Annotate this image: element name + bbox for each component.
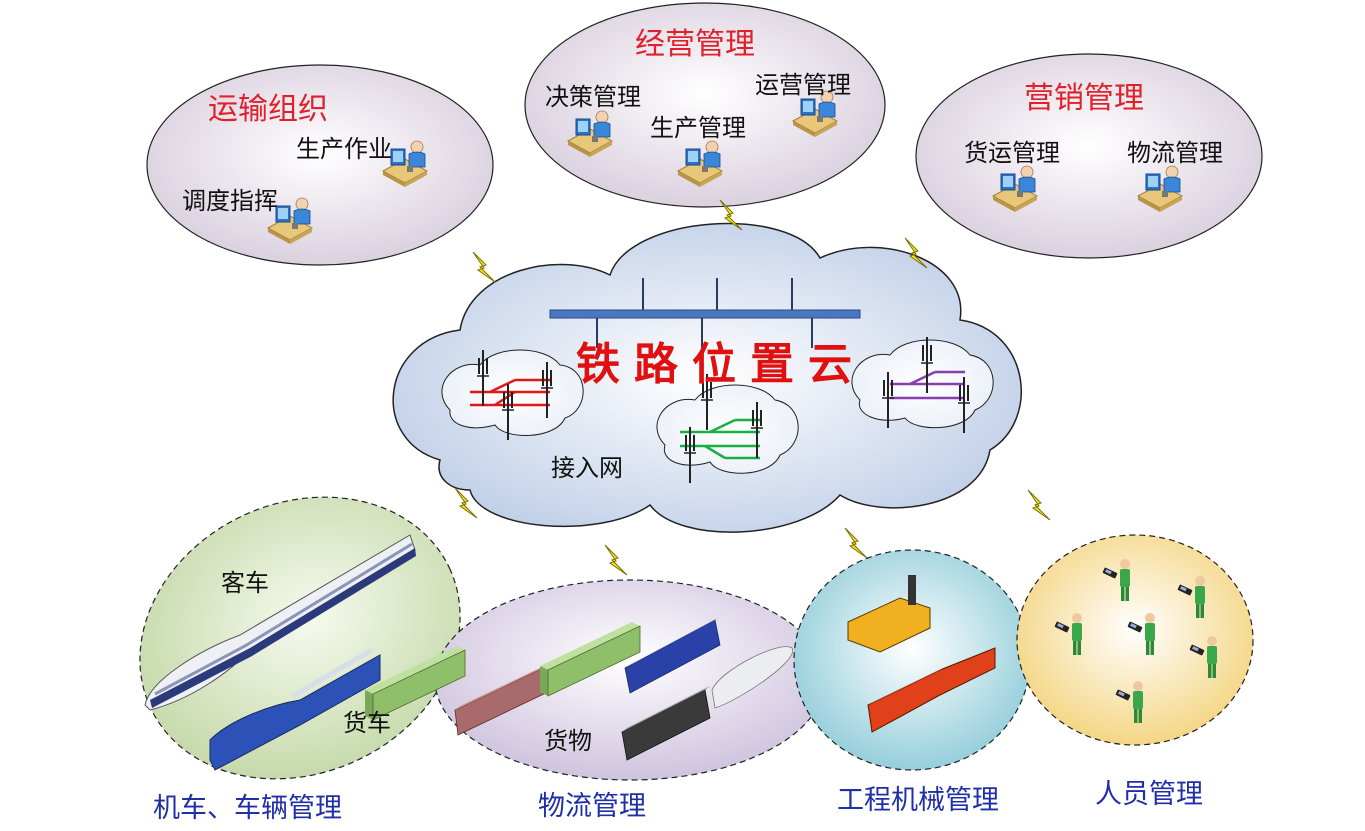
production-operation-label: 生产作业 bbox=[296, 135, 392, 163]
operation-title: 经营管理 bbox=[635, 27, 755, 62]
personnel-management-label: 人员管理 bbox=[1095, 779, 1203, 810]
production-management-label: 生产管理 bbox=[650, 114, 746, 142]
vehicle-management-label: 机车、车辆管理 bbox=[153, 793, 342, 824]
cloud-title: 铁路位置云 bbox=[576, 339, 866, 390]
transport-title: 运输组织 bbox=[208, 92, 328, 127]
marketing-title: 营销管理 bbox=[1024, 81, 1144, 116]
dispatch-command-label: 调度指挥 bbox=[182, 187, 278, 215]
cargo-label: 货物 bbox=[544, 727, 592, 755]
access-network-label: 接入网 bbox=[551, 454, 623, 482]
freight-management-label: 货运管理 bbox=[964, 139, 1060, 167]
decision-management-label: 决策管理 bbox=[545, 83, 641, 111]
operations-management-label: 运营管理 bbox=[755, 71, 851, 99]
passenger-car-label: 客车 bbox=[221, 569, 269, 597]
engineering-machinery-label: 工程机械管理 bbox=[837, 785, 999, 816]
freight-car-label: 货车 bbox=[343, 709, 391, 737]
logistics-management-label: 物流管理 bbox=[538, 791, 646, 822]
logistics-management-top-label: 物流管理 bbox=[1127, 139, 1223, 167]
